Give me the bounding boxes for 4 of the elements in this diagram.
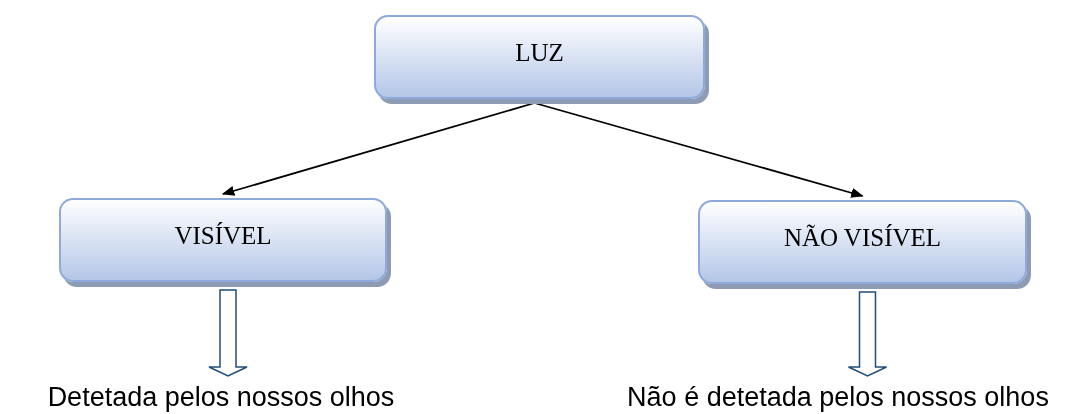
block-arrow — [208, 289, 248, 377]
description-text: Detetada pelos nossos olhos — [6, 380, 436, 414]
description-text: Não é detetada pelos nossos olhos — [588, 380, 1088, 414]
arrow — [221, 102, 536, 196]
